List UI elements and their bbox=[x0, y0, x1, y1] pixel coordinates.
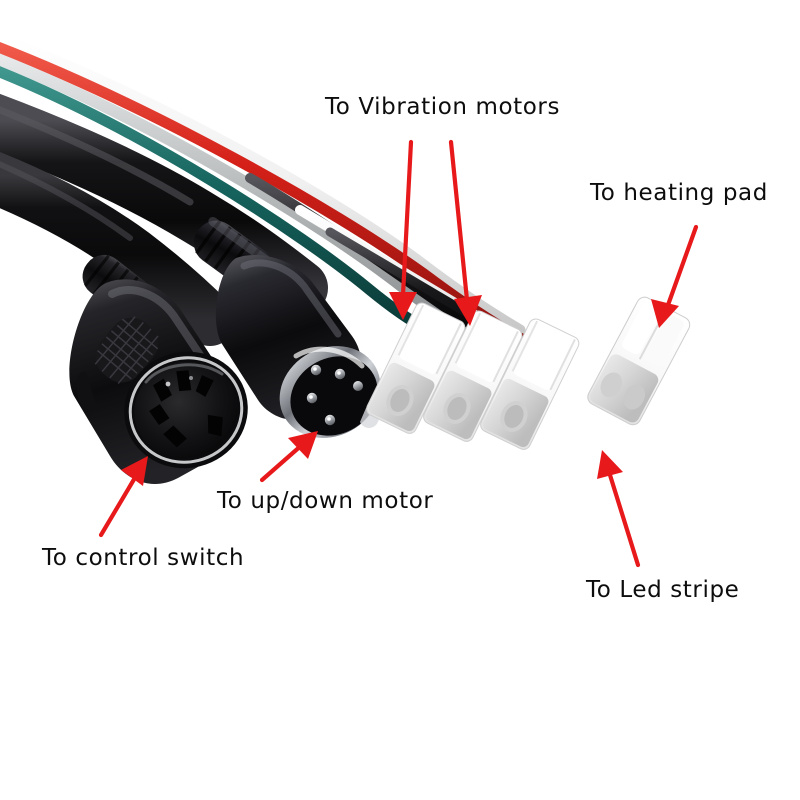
male-din-connector bbox=[193, 217, 381, 438]
label-to-vibration-motors: To Vibration motors bbox=[325, 94, 561, 120]
white-jst-connector-1 bbox=[366, 302, 466, 434]
female-din-socket bbox=[69, 254, 248, 484]
label-to-control-switch: To control switch bbox=[42, 545, 245, 571]
white-jst-connector-2 bbox=[423, 310, 523, 442]
cable-din-female bbox=[0, 152, 236, 346]
label-to-updown-motor: To up/down motor bbox=[217, 488, 434, 514]
label-to-led-stripe: To Led stripe bbox=[586, 577, 740, 603]
din-female-slots bbox=[149, 370, 223, 448]
label-to-heating-pad: To heating pad bbox=[590, 180, 768, 206]
white-jst-connector-3 bbox=[480, 318, 580, 450]
din-male-pins bbox=[306, 364, 363, 426]
